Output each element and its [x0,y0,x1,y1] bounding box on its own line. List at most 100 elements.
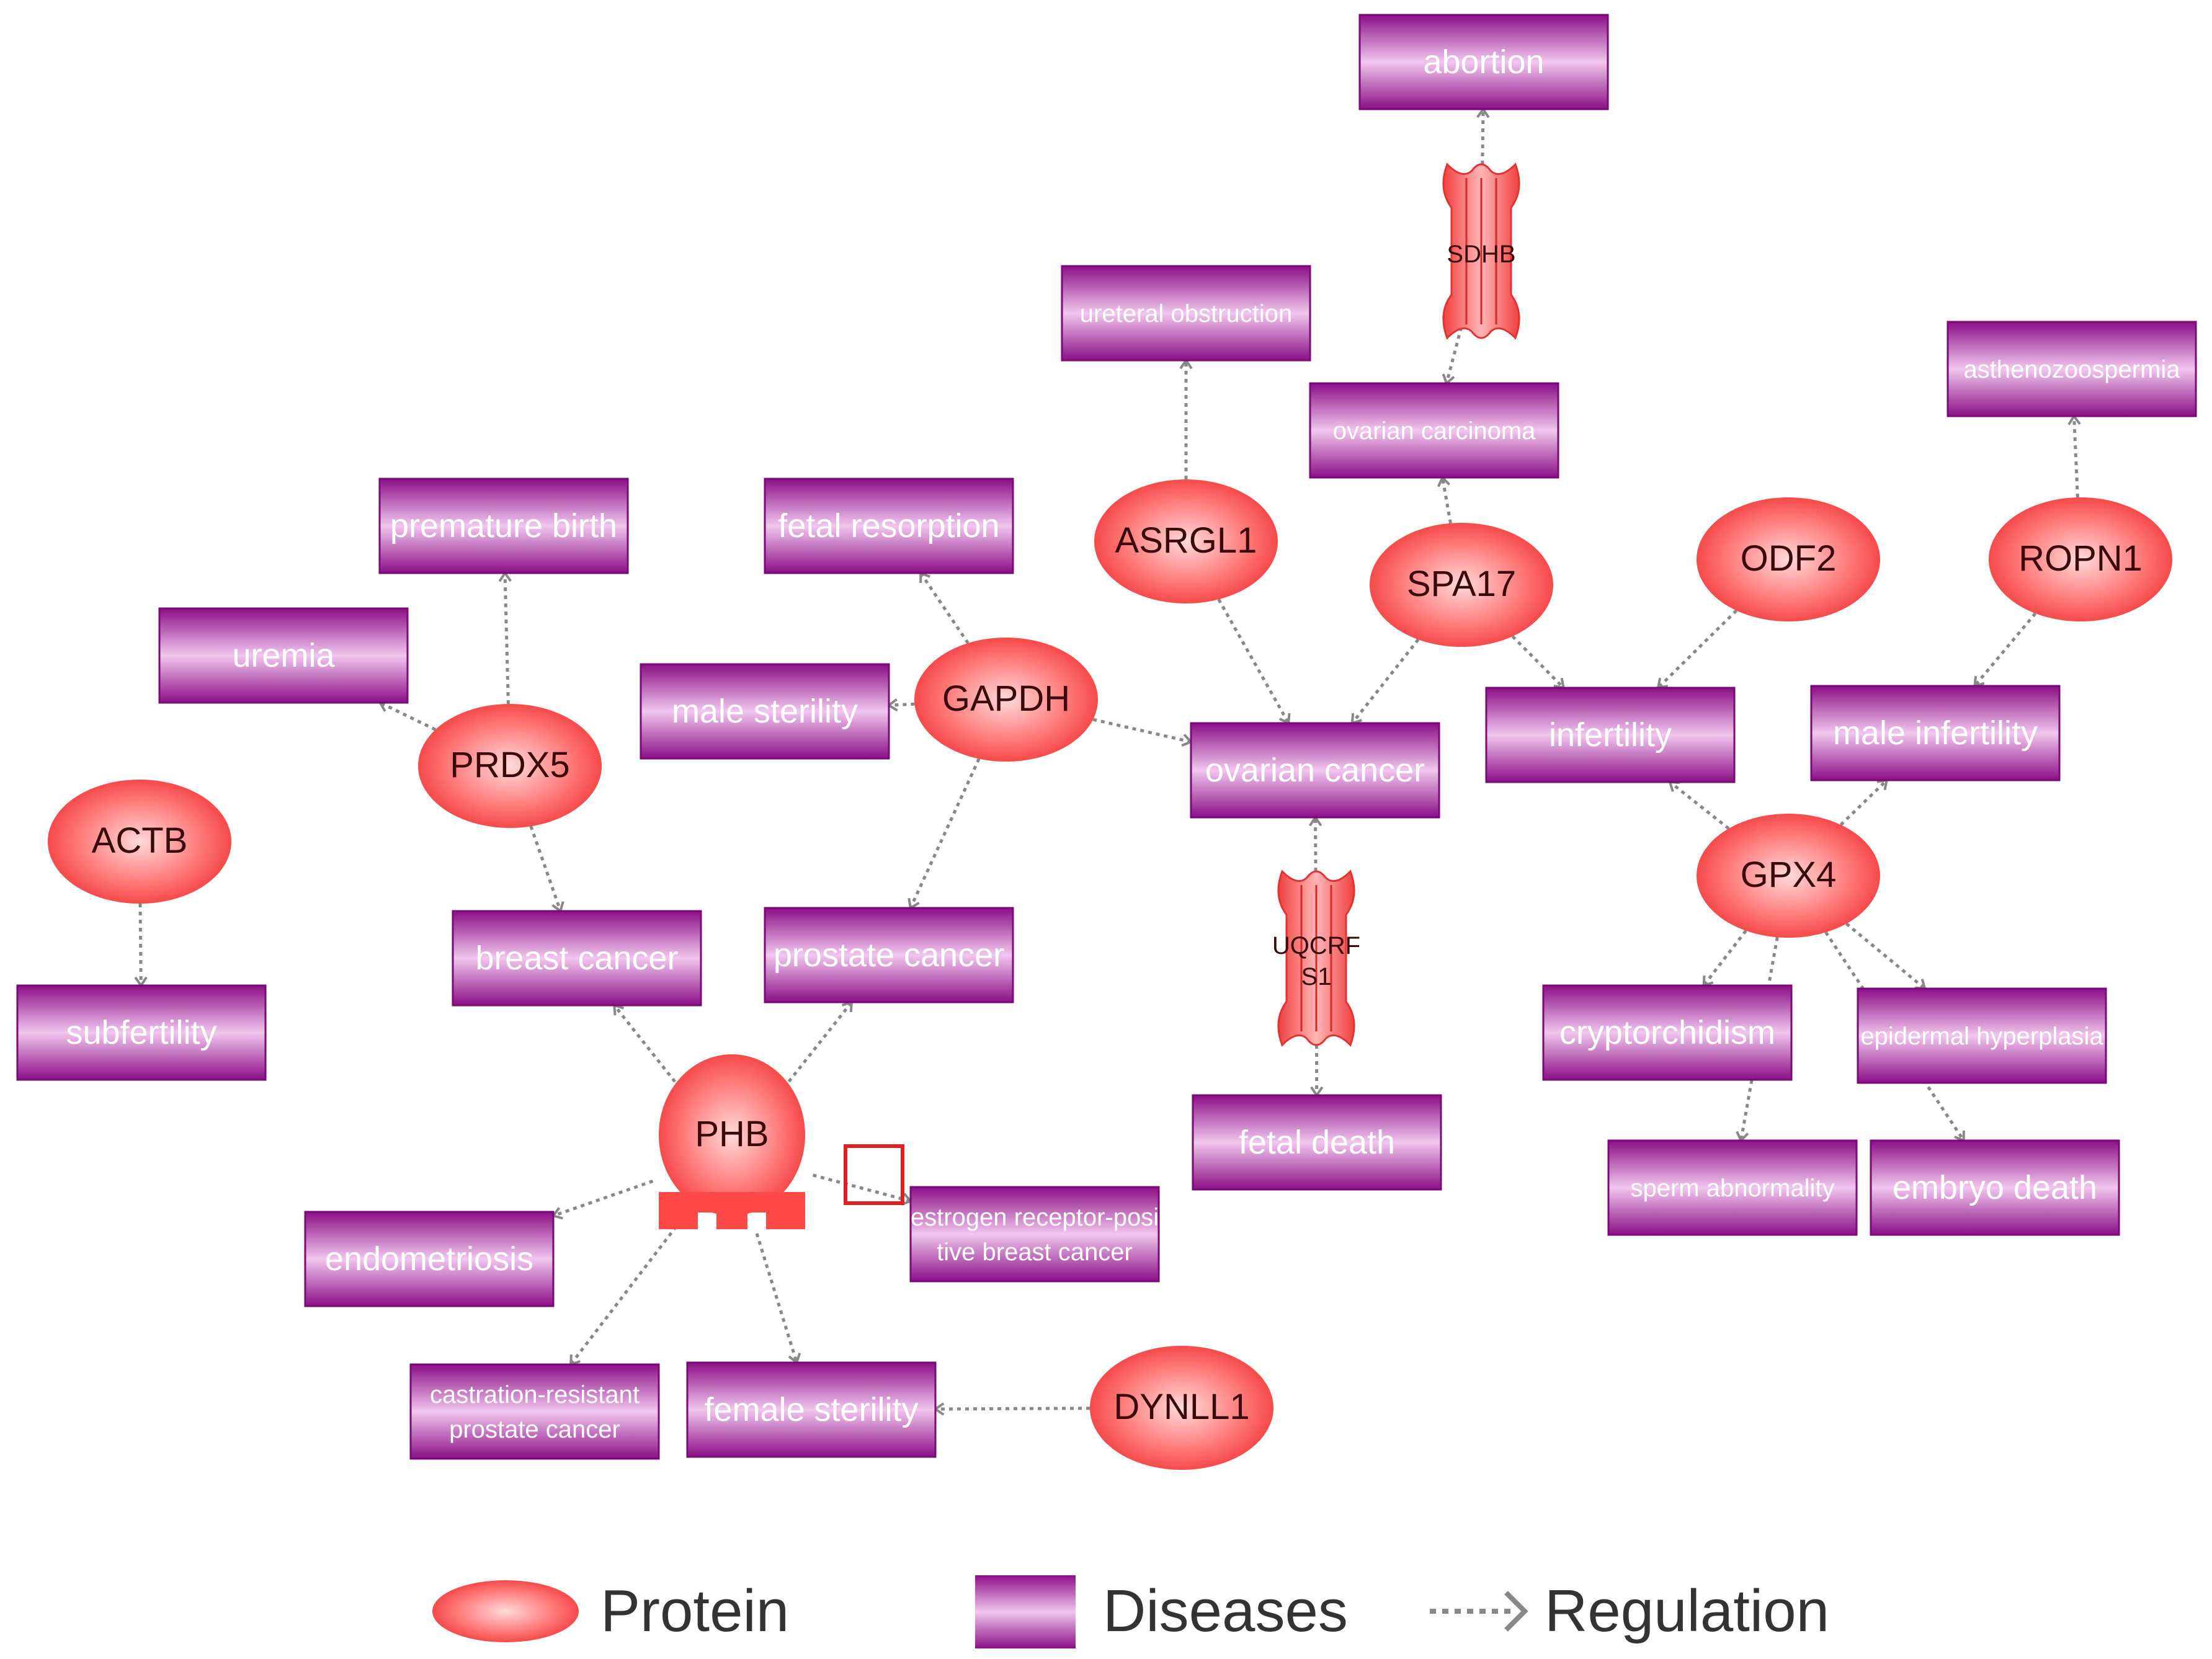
disease-box [16,984,267,1081]
regulation-edge-GAPDH-male_sterility [888,702,915,707]
disease-label: male infertility [1833,714,2038,752]
disease-node-breast-cancer[interactable]: breast cancer [452,910,702,1007]
disease-node-subfertility[interactable]: subfertility [16,984,267,1081]
disease-node-fetal-resorption[interactable]: fetal resorption [764,478,1014,574]
protein-node-sdhb[interactable]: SDHB [1442,162,1520,340]
regulation-edge-ROPN1-asthenozoospermia [2072,416,2079,498]
disease-label: embryo death [1893,1169,2097,1206]
disease-node-sperm-abnormality[interactable]: sperm abnormality [1607,1139,1858,1236]
regulation-edge-GPX4-male_infertility [1839,779,1888,826]
protein-ellipse [1094,479,1278,603]
nodes-layer: abortion ureteral obstruction ovarian carc… [16,14,2197,1470]
disease-node-male-infertility[interactable]: male infertility [1810,685,2061,781]
protein-node-odf2[interactable]: ODF2 [1697,497,1880,621]
protein-node-prdx5[interactable]: PRDX5 [418,704,602,828]
protein-node-actb[interactable]: ACTB [48,780,231,904]
regulation-edge-PHB-castration_resistant [569,1219,682,1366]
regulation-edge-GPX4-infertility [1669,781,1730,830]
disease-node-premature-birth[interactable]: premature birth [378,478,629,574]
regulation-edge-GPX4-epidermal_hyperplasia [1845,922,1926,990]
disease-label: subfertility [66,1014,216,1051]
regulation-edge-PHB-er_pos_breast_cancer [812,1173,911,1203]
protein-node-gapdh[interactable]: GAPDH [914,638,1098,762]
regulation-edge-SPA17-infertility [1511,635,1565,689]
protein-ellipse [1697,814,1880,938]
disease-label: ovarian cancer [1205,752,1425,789]
disease-label: breast cancer [475,940,678,977]
disease-box [1810,685,2061,781]
protein-label-line-1: UQCRF [1272,932,1360,959]
protein-label: DYNLL1 [1113,1387,1249,1427]
disease-node-er-pos-breast-cancer[interactable]: estrogen receptor-posi tive breast cancer [909,1186,1160,1283]
protein-ellipse [1370,523,1553,647]
regulation-edge-ROPN1-male_infertility [1973,612,2037,687]
regulation-edge-PHB-prostate_cancer [782,1001,853,1089]
disease-node-fetal-death[interactable]: fetal death [1192,1094,1442,1191]
regulation-edge-SPA17-ovarian_cancer [1351,638,1420,724]
protein-node-gpx4[interactable]: GPX4 [1697,814,1880,938]
regulation-arrowhead [1278,713,1291,726]
protein-ellipse [914,638,1098,762]
disease-box [1857,987,2107,1084]
disease-label: asthenozoospermia [1963,356,2180,383]
disease-node-male-sterility[interactable]: male sterility [640,663,890,760]
disease-label: premature birth [390,507,617,545]
disease-label: fetal death [1239,1124,1395,1161]
disease-node-endometriosis[interactable]: endometriosis [304,1211,555,1307]
disease-node-prostate-cancer[interactable]: prostate cancer [764,907,1014,1003]
disease-box [686,1361,937,1458]
receptor-base [659,1192,805,1229]
disease-label: cryptorchidism [1559,1014,1775,1051]
legend-diseases-label: Diseases [1103,1578,1348,1644]
disease-box [1192,1094,1442,1191]
disease-box [1947,321,2197,417]
disease-label-line-1: estrogen receptor-posi [911,1204,1159,1231]
disease-label: epidermal hyperplasia [1860,1023,2103,1050]
disease-node-cryptorchidism[interactable]: cryptorchidism [1542,984,1793,1081]
disease-node-asthenozoospermia[interactable]: asthenozoospermia [1947,321,2197,417]
disease-label: prostate cancer [774,936,1004,974]
protein-label: PHB [695,1114,769,1154]
disease-node-uremia[interactable]: uremia [158,607,409,704]
disease-box [764,907,1014,1003]
disease-label: fetal resorption [778,507,999,545]
legend: Protein Diseases Regulation [432,1575,1829,1648]
regulation-edge-PHB-female_sterility [755,1233,798,1363]
disease-label: female sterility [704,1391,918,1428]
legend-regulation-label: Regulation [1545,1578,1829,1644]
disease-node-ureteral-obstruction[interactable]: ureteral obstruction [1061,265,1311,362]
protein-ellipse [1697,497,1880,621]
legend-protein-label: Protein [600,1578,789,1644]
legend-protein-swatch [432,1580,579,1642]
highlight-box [844,1144,904,1205]
disease-node-ovarian-carcinoma[interactable]: ovarian carcinoma [1309,382,1559,479]
disease-label-line-2: tive breast cancer [937,1239,1133,1266]
protein-node-phb[interactable]: PHB [659,1054,805,1229]
disease-box [1061,265,1311,362]
disease-node-ovarian-cancer[interactable]: ovarian cancer [1190,722,1440,819]
protein-label: ROPN1 [2018,538,2143,579]
protein-label: SPA17 [1407,564,1516,604]
disease-label-line-2: prostate cancer [449,1416,620,1443]
protein-label: SDHB [1447,241,1515,268]
disease-node-female-sterility[interactable]: female sterility [686,1361,937,1458]
regulation-edge-GPX4-embryo_death [1824,931,1965,1142]
disease-node-epidermal-hyperplasia[interactable]: epidermal hyperplasia [1857,987,2107,1084]
disease-node-infertility[interactable]: infertility [1485,687,1736,783]
protein-node-ropn1[interactable]: ROPN1 [1989,497,2172,621]
protein-node-dynll1[interactable]: DYNLL1 [1090,1346,1273,1470]
regulation-edge-GAPDH-prostate_cancer [909,758,981,909]
regulation-edge-DYNLL1-female_sterility [935,1407,1090,1411]
disease-node-embryo-death[interactable]: embryo death [1870,1139,2120,1236]
protein-node-spa17[interactable]: SPA17 [1370,523,1553,647]
regulation-edge-ASRGL1-ovarian_cancer [1217,598,1290,724]
disease-node-abortion[interactable]: abortion [1358,14,1609,110]
protein-label: PRDX5 [450,745,569,785]
disease-label: sperm abnormality [1630,1175,1834,1202]
protein-node-asrgl1[interactable]: ASRGL1 [1094,479,1278,603]
protein-ellipse [48,780,231,904]
disease-label: ovarian carcinoma [1333,417,1536,445]
